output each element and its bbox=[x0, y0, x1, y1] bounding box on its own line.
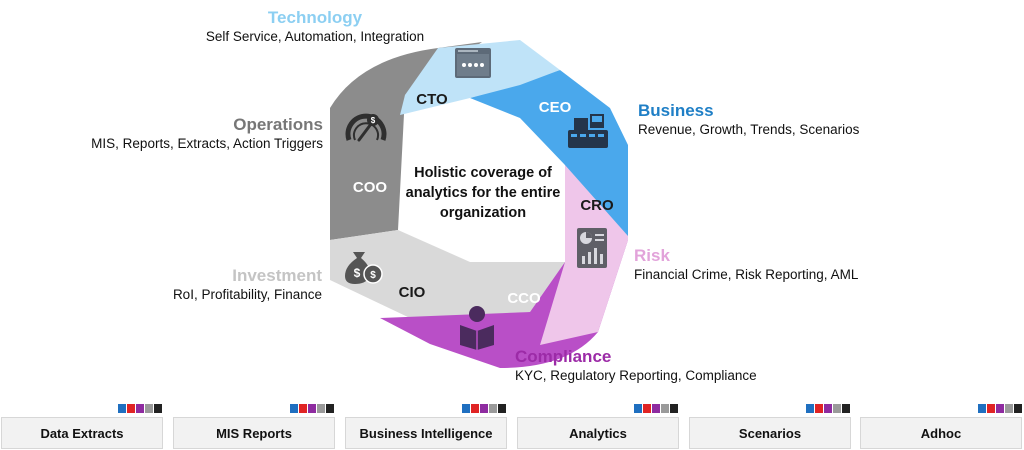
segment-label-cio: CIO bbox=[399, 284, 426, 301]
color-swatches bbox=[462, 404, 506, 413]
tile-mis-reports[interactable]: MIS Reports bbox=[173, 417, 335, 449]
color-swatches bbox=[978, 404, 1022, 413]
category-desc-compliance: KYC, Regulatory Reporting, Compliance bbox=[515, 368, 757, 383]
report-chart-icon bbox=[577, 228, 607, 268]
segment-label-cco: CCO bbox=[507, 290, 541, 307]
category-title-investment: Investment bbox=[232, 266, 322, 285]
segment-label-ceo: CEO bbox=[539, 99, 572, 116]
category-title-operations: Operations bbox=[233, 115, 323, 134]
center-text: Holistic coverage of analytics for the e… bbox=[405, 165, 561, 221]
segment-business[interactable] bbox=[470, 70, 628, 236]
segment-operations[interactable] bbox=[330, 42, 482, 240]
category-technology: Technology Self Service, Automation, Int… bbox=[190, 8, 440, 46]
category-desc-investment: RoI, Profitability, Finance bbox=[172, 287, 322, 302]
reading-person-icon bbox=[460, 306, 494, 350]
category-desc-risk: Financial Crime, Risk Reporting, AML bbox=[634, 267, 859, 282]
category-desc-technology: Self Service, Automation, Integration bbox=[205, 29, 425, 44]
category-investment: Investment RoI, Profitability, Finance bbox=[102, 266, 322, 304]
cash-register-icon bbox=[568, 114, 608, 148]
category-title-compliance: Compliance bbox=[515, 347, 612, 366]
color-swatches bbox=[634, 404, 678, 413]
color-swatches bbox=[290, 404, 334, 413]
tile-data-extracts[interactable]: Data Extracts bbox=[1, 417, 163, 449]
svg-text:$: $ bbox=[370, 270, 376, 281]
svg-text:$: $ bbox=[354, 266, 361, 280]
tile-analytics[interactable]: Analytics bbox=[517, 417, 679, 449]
speedometer-dollar-icon: $ bbox=[345, 113, 387, 142]
color-swatches bbox=[118, 404, 162, 413]
tile-business-intelligence[interactable]: Business Intelligence bbox=[345, 417, 507, 449]
browser-window-icon bbox=[455, 48, 491, 78]
category-compliance: Compliance KYC, Regulatory Reporting, Co… bbox=[515, 347, 757, 385]
segment-label-coo: COO bbox=[353, 179, 388, 196]
segment-label-cro: CRO bbox=[580, 197, 614, 214]
category-title-business: Business bbox=[638, 101, 714, 120]
tile-adhoc[interactable]: Adhoc bbox=[860, 417, 1022, 449]
report-type-tiles: Data Extracts MIS Reports Business Intel… bbox=[0, 401, 1024, 450]
category-operations: Operations MIS, Reports, Extracts, Actio… bbox=[40, 115, 323, 153]
segment-investment[interactable] bbox=[330, 230, 565, 318]
tile-scenarios[interactable]: Scenarios bbox=[689, 417, 851, 449]
category-title-risk: Risk bbox=[634, 246, 670, 265]
segment-label-cto: CTO bbox=[416, 91, 448, 108]
color-swatches bbox=[806, 404, 850, 413]
category-desc-business: Revenue, Growth, Trends, Scenarios bbox=[638, 122, 860, 137]
category-title-technology: Technology bbox=[267, 8, 363, 27]
category-business: Business Revenue, Growth, Trends, Scenar… bbox=[638, 101, 859, 139]
category-risk: Risk Financial Crime, Risk Reporting, AM… bbox=[634, 246, 858, 284]
money-bag-icon: $ $ bbox=[345, 252, 383, 284]
svg-text:$: $ bbox=[371, 116, 376, 125]
category-desc-operations: MIS, Reports, Extracts, Action Triggers bbox=[91, 136, 323, 151]
